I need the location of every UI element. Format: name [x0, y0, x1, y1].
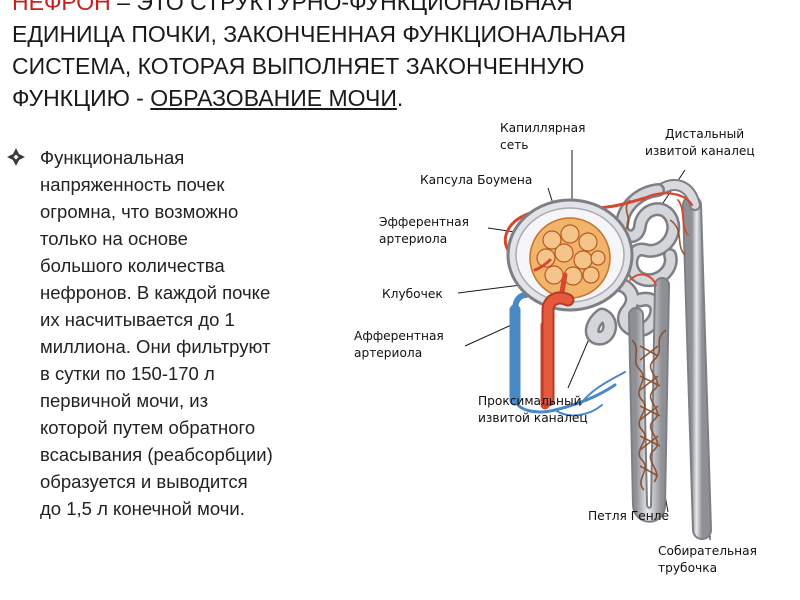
label-bowman-capsule: Капсула Боумена — [420, 172, 532, 189]
title-line-4: ФУНКЦИЮ - ОБРАЗОВАНИЕ МОЧИ. — [12, 82, 792, 114]
nephron-diagram: Капиллярная сеть Дистальный извитой кана… — [340, 110, 800, 600]
body-text: Функциональная напряженность почек огром… — [40, 144, 358, 522]
glomerulus — [529, 217, 611, 299]
peritubular-capillaries — [624, 199, 686, 491]
body-line: до 1,5 л конечной мочи. — [40, 498, 245, 519]
label-proximal-tubule-line-2: извитой каналец — [478, 411, 588, 425]
body-line: миллиона. Они фильтруют — [40, 336, 271, 357]
label-loop-of-henle: Петля Генле — [588, 508, 669, 525]
afferent-arteriole — [541, 291, 575, 407]
body-line: всасывания (реабсорбции) — [40, 444, 273, 465]
label-afferent-arteriole: Афферентная артериола — [354, 328, 444, 362]
label-afferent-arteriole-line-2: артериола — [354, 346, 423, 360]
title-line-3: СИСТЕМА, КОТОРАЯ ВЫПОЛНЯЕТ ЗАКОНЧЕННУЮ — [12, 53, 585, 79]
body-line: Функциональная — [40, 147, 185, 168]
label-collecting-duct: Собирательная трубочка — [658, 543, 757, 577]
title-line-1: НЕФРОН – ЭТО СТРУКТУРНО-ФУНКЦИОНАЛЬНАЯ — [12, 0, 792, 18]
loop-of-henle — [628, 277, 670, 523]
label-proximal-tubule-line-1: Проксимальный — [478, 394, 582, 408]
body-line: образуется и выводится — [40, 471, 248, 492]
diamond-bullet-icon — [7, 148, 25, 166]
label-collecting-duct-line-1: Собирательная — [658, 544, 757, 558]
body-line: их насчитывается до 1 — [40, 309, 235, 330]
body-line: в сутки по 150-170 л — [40, 363, 215, 384]
label-distal-tubule-line-2: извитой каналец — [645, 144, 755, 158]
title-line-4-pre: ФУНКЦИЮ - — [12, 85, 151, 111]
body-line: только на основе — [40, 228, 188, 249]
label-capillary-net-line-1: Капиллярная — [500, 121, 586, 135]
title-term: НЕФРОН — [12, 0, 111, 15]
label-capillary-net: Капиллярная сеть — [500, 120, 585, 154]
label-efferent-arteriole-line-2: артериола — [379, 232, 448, 246]
label-capillary-net-line-2: сеть — [500, 138, 529, 152]
label-efferent-arteriole-line-1: Эфферентная — [379, 215, 469, 229]
nephron-illustration — [457, 150, 712, 540]
body-line: нефронов. В каждой почке — [40, 282, 271, 303]
body-line: которой путем обратного — [40, 417, 256, 438]
label-glomerulus-text: Клубочек — [382, 287, 443, 301]
label-bowman-capsule-text: Капсула Боумена — [420, 173, 533, 187]
body-line: напряженность почек — [40, 174, 225, 195]
label-proximal-tubule: Проксимальный извитой каналец — [478, 393, 588, 427]
label-collecting-duct-line-2: трубочка — [658, 561, 718, 575]
body-line: большого количества — [40, 255, 225, 276]
distal-tubule — [614, 183, 681, 287]
label-distal-tubule-line-1: Дистальный — [665, 127, 745, 141]
body-line: огромна, что возможно — [40, 201, 239, 222]
title-line-2: ЕДИНИЦА ПОЧКИ, ЗАКОНЧЕННАЯ ФУНКЦИОНАЛЬНА… — [12, 21, 627, 47]
slide-title: НЕФРОН – ЭТО СТРУКТУРНО-ФУНКЦИОНАЛЬНАЯ Е… — [12, 0, 792, 114]
label-afferent-arteriole-line-1: Афферентная — [354, 329, 444, 343]
label-glomerulus: Клубочек — [382, 286, 443, 303]
label-distal-tubule: Дистальный извитой каналец — [645, 126, 755, 160]
body-line: первичной мочи, из — [40, 390, 209, 411]
title-line-4-post: . — [396, 85, 404, 111]
title-line-1-rest: – ЭТО СТРУКТУРНО-ФУНКЦИОНАЛЬНАЯ — [110, 0, 573, 15]
label-loop-of-henle-text: Петля Генле — [588, 509, 669, 523]
title-highlight: ОБРАЗОВАНИЕ МОЧИ — [150, 85, 397, 111]
label-efferent-arteriole: Эфферентная артериола — [379, 214, 469, 248]
venous-network — [509, 292, 626, 417]
